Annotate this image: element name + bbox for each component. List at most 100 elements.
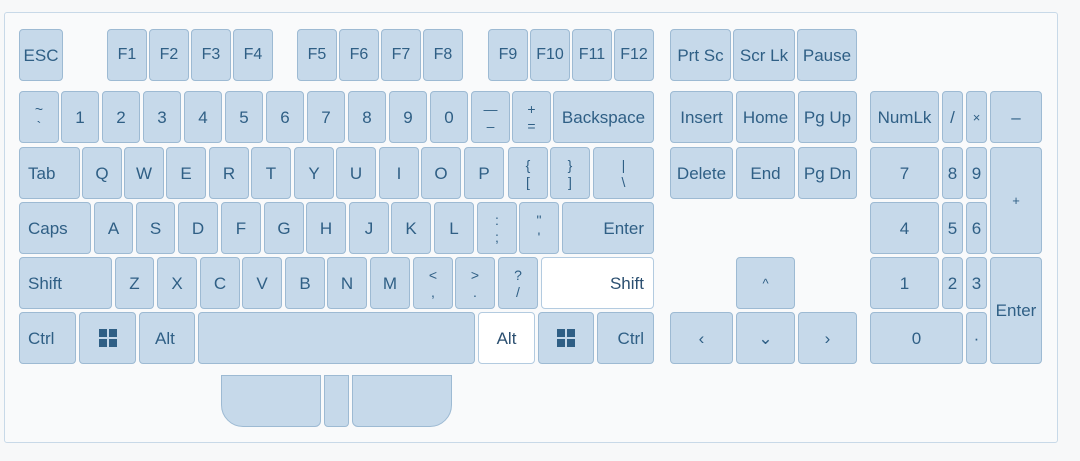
key-a[interactable]: A — [94, 202, 133, 254]
key-numpad-subtract[interactable]: – — [990, 91, 1042, 143]
key-scroll-lock[interactable]: Scr Lk — [733, 29, 795, 81]
key-home[interactable]: Home — [736, 91, 795, 143]
key-backspace[interactable]: Backspace — [553, 91, 654, 143]
key-win-right[interactable] — [538, 312, 594, 364]
key-l[interactable]: L — [434, 202, 474, 254]
key-v[interactable]: V — [242, 257, 282, 309]
key-8[interactable]: 8 — [348, 91, 386, 143]
key-numpad-multiply[interactable]: × — [966, 91, 987, 143]
key-numpad-0[interactable]: 0 — [870, 312, 963, 364]
key-end[interactable]: End — [736, 147, 795, 199]
key-f5[interactable]: F5 — [297, 29, 337, 81]
key-backslash[interactable]: | \ — [593, 147, 654, 199]
key-7[interactable]: 7 — [307, 91, 345, 143]
key-t[interactable]: T — [251, 147, 291, 199]
key-numpad-5[interactable]: 5 — [942, 202, 963, 254]
touchpad-right-button[interactable] — [352, 375, 452, 427]
key-f[interactable]: F — [221, 202, 261, 254]
key-numpad-enter[interactable]: Enter — [990, 257, 1042, 364]
key-n[interactable]: N — [327, 257, 367, 309]
key-quote[interactable]: " ' — [519, 202, 559, 254]
key-period[interactable]: > . — [455, 257, 495, 309]
key-4[interactable]: 4 — [184, 91, 222, 143]
key-backtick[interactable]: ~ ` — [19, 91, 59, 143]
key-f9[interactable]: F9 — [488, 29, 528, 81]
key-f12[interactable]: F12 — [614, 29, 654, 81]
key-print-screen[interactable]: Prt Sc — [670, 29, 731, 81]
key-equal[interactable]: + = — [512, 91, 551, 143]
key-3[interactable]: 3 — [143, 91, 181, 143]
key-k[interactable]: K — [391, 202, 431, 254]
key-e[interactable]: E — [166, 147, 206, 199]
key-space[interactable] — [198, 312, 475, 364]
key-u[interactable]: U — [336, 147, 376, 199]
key-r[interactable]: R — [209, 147, 249, 199]
key-page-down[interactable]: Pg Dn — [798, 147, 857, 199]
key-q[interactable]: Q — [82, 147, 122, 199]
touchpad-middle-button[interactable] — [324, 375, 349, 427]
key-z[interactable]: Z — [115, 257, 154, 309]
key-alt-right[interactable]: Alt — [478, 312, 535, 364]
key-m[interactable]: M — [370, 257, 410, 309]
key-5[interactable]: 5 — [225, 91, 263, 143]
key-s[interactable]: S — [136, 202, 175, 254]
key-numpad-1[interactable]: 1 — [870, 257, 939, 309]
key-2[interactable]: 2 — [102, 91, 140, 143]
key-o[interactable]: O — [421, 147, 461, 199]
key-arrow-right[interactable]: › — [798, 312, 857, 364]
key-f8[interactable]: F8 — [423, 29, 463, 81]
key-x[interactable]: X — [157, 257, 197, 309]
key-ctrl-left[interactable]: Ctrl — [19, 312, 76, 364]
key-f7[interactable]: F7 — [381, 29, 421, 81]
key-semicolon[interactable]: : ; — [477, 202, 517, 254]
key-minus[interactable]: — – — [471, 91, 510, 143]
key-slash[interactable]: ? / — [498, 257, 538, 309]
key-pause[interactable]: Pause — [797, 29, 857, 81]
key-d[interactable]: D — [178, 202, 218, 254]
key-shift-left[interactable]: Shift — [19, 257, 112, 309]
key-left-bracket[interactable]: { [ — [508, 147, 548, 199]
key-esc[interactable]: ESC — [19, 29, 63, 81]
key-page-up[interactable]: Pg Up — [798, 91, 857, 143]
key-g[interactable]: G — [264, 202, 304, 254]
key-b[interactable]: B — [285, 257, 325, 309]
key-numpad-3[interactable]: 3 — [966, 257, 987, 309]
key-numpad-decimal[interactable]: · — [966, 312, 987, 364]
key-delete[interactable]: Delete — [670, 147, 733, 199]
key-0[interactable]: 0 — [430, 91, 468, 143]
key-c[interactable]: C — [200, 257, 240, 309]
key-numpad-8[interactable]: 8 — [942, 147, 963, 199]
key-win-left[interactable] — [79, 312, 136, 364]
key-comma[interactable]: < , — [413, 257, 453, 309]
key-f10[interactable]: F10 — [530, 29, 570, 81]
key-enter[interactable]: Enter — [562, 202, 654, 254]
key-h[interactable]: H — [306, 202, 346, 254]
key-w[interactable]: W — [124, 147, 164, 199]
key-caps-lock[interactable]: Caps — [19, 202, 91, 254]
key-f6[interactable]: F6 — [339, 29, 379, 81]
key-1[interactable]: 1 — [61, 91, 99, 143]
key-9[interactable]: 9 — [389, 91, 427, 143]
key-f4[interactable]: F4 — [233, 29, 273, 81]
key-f2[interactable]: F2 — [149, 29, 189, 81]
key-numpad-6[interactable]: 6 — [966, 202, 987, 254]
key-p[interactable]: P — [464, 147, 504, 199]
key-numpad-4[interactable]: 4 — [870, 202, 939, 254]
key-f3[interactable]: F3 — [191, 29, 231, 81]
touchpad-left-button[interactable] — [221, 375, 321, 427]
key-numpad-add[interactable]: + — [990, 147, 1042, 254]
key-alt-left[interactable]: Alt — [139, 312, 195, 364]
key-6[interactable]: 6 — [266, 91, 304, 143]
key-arrow-down[interactable]: ⌄ — [736, 312, 795, 364]
key-i[interactable]: I — [379, 147, 419, 199]
key-arrow-up[interactable]: ^ — [736, 257, 795, 309]
key-insert[interactable]: Insert — [670, 91, 733, 143]
key-num-lock[interactable]: NumLk — [870, 91, 939, 143]
key-tab[interactable]: Tab — [19, 147, 80, 199]
key-j[interactable]: J — [349, 202, 389, 254]
key-f1[interactable]: F1 — [107, 29, 147, 81]
key-shift-right[interactable]: Shift — [541, 257, 654, 309]
key-numpad-9[interactable]: 9 — [966, 147, 987, 199]
key-f11[interactable]: F11 — [572, 29, 612, 81]
key-right-bracket[interactable]: } ] — [550, 147, 590, 199]
